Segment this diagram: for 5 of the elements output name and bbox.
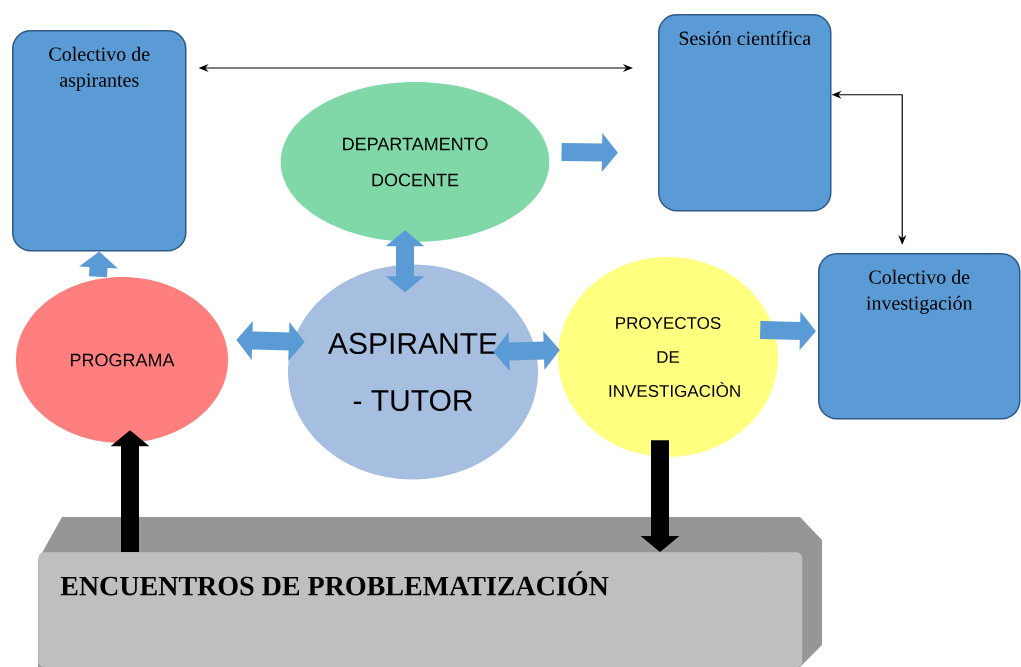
process-box: Colectivo de aspirantes [12,30,187,252]
block-arrow [493,331,560,371]
banner-box: ENCUENTROS DE PROBLEMATIZACIÓN [38,552,803,667]
process-box: Sesión científica [658,14,832,212]
process-box: Colectivo de investigación [818,253,1021,420]
